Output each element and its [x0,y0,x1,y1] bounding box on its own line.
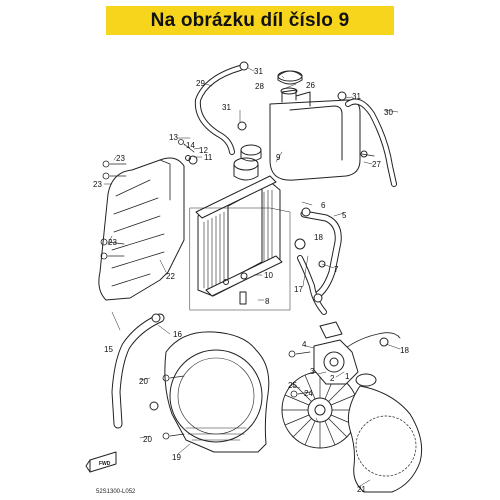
reservoir-tank [269,70,361,181]
callout-31a: 31 [254,67,263,76]
banner-title: Na obrázku díl číslo 9 [150,9,350,31]
leader-lines [103,67,401,487]
callout-19: 19 [172,453,181,462]
radiator-cover-part-22 [98,157,185,301]
drawing-code: 52S1300-L052 [96,489,136,495]
callout-26: 26 [306,81,315,90]
cover-part-21 [347,385,423,493]
callout-14: 14 [186,141,195,150]
radiator-part-9 [195,144,283,297]
callout-31b: 31 [222,103,231,112]
callout-21: 21 [357,485,366,494]
callout-3: 3 [310,367,315,376]
cooling-fan-part-24 [281,371,359,449]
callout-20b: 20 [143,435,152,444]
callout-18: 18 [314,233,323,242]
callout-20: 20 [139,377,148,386]
fwd-label: FWD [99,461,111,467]
callout-15: 15 [104,345,113,354]
callout-1: 1 [345,372,350,381]
callout-6: 6 [321,201,326,210]
callout-9: 9 [276,153,281,162]
callout-4: 4 [302,340,307,349]
callout-16: 16 [173,330,182,339]
callout-7: 7 [334,265,339,274]
fwd-arrow: FWD [85,451,117,473]
callout-11: 11 [204,153,213,162]
fan-shroud-part-19 [164,331,270,453]
callout-8: 8 [265,297,270,306]
callout-numbers: 1 2 3 4 5 6 7 8 9 10 11 12 13 14 15 16 1… [93,67,409,494]
water-pump-assembly [313,321,377,387]
callout-28: 28 [255,82,264,91]
callout-30: 30 [384,108,393,117]
callout-22: 22 [166,272,175,281]
callout-13: 13 [169,133,178,142]
callout-29: 29 [196,79,205,88]
callout-17: 17 [294,285,303,294]
callout-23b: 23 [93,180,102,189]
callout-10: 10 [264,271,273,280]
callout-24: 24 [304,389,313,398]
callout-31c: 31 [352,92,361,101]
callout-23a: 23 [116,154,125,163]
title-banner: Na obrázku díl číslo 9 [106,6,394,35]
callout-2: 2 [330,374,335,383]
callout-23c: 23 [108,238,117,247]
callout-5: 5 [342,211,347,220]
small-parts [100,61,389,440]
callout-12: 12 [199,146,208,155]
callout-18b: 18 [400,346,409,355]
callout-25: 25 [288,381,297,390]
hoses [111,65,401,429]
callout-27: 27 [372,160,381,169]
